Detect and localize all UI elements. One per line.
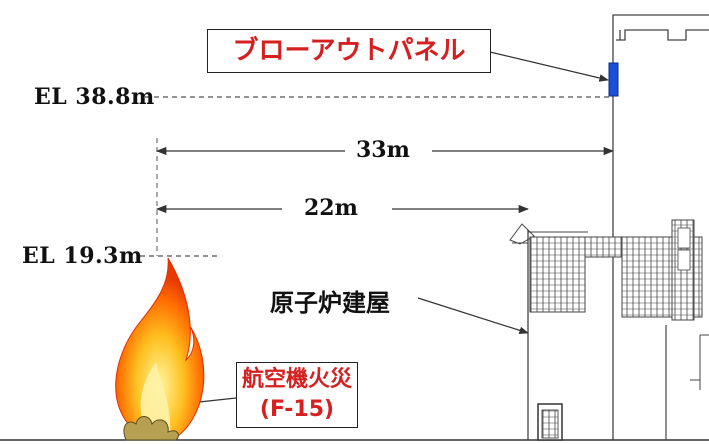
reactor-building-upper [612, 14, 709, 440]
blowout-panel-marker [608, 62, 619, 97]
el-low-label: EL 19.3m [22, 243, 143, 269]
blowout-panel-leader [489, 51, 609, 82]
flame-icon [115, 257, 205, 441]
aircraft-fire-label: 航空機火災 [241, 367, 352, 392]
el-high-label: EL 38.8m [34, 84, 155, 110]
blowout-panel-callout: ブローアウトパネル [207, 29, 491, 73]
reactor-building-leader [417, 297, 529, 335]
dim-33-label: 33m [352, 137, 414, 163]
aircraft-fire-callout: 航空機火災 (F-15) [236, 362, 358, 428]
reactor-building-lower [509, 219, 709, 441]
reactor-building-label: 原子炉建屋 [270, 288, 390, 317]
dim-22-label: 22m [300, 195, 362, 221]
blowout-panel-label: ブローアウトパネル [232, 36, 466, 66]
aircraft-fire-type: (F-15) [259, 397, 335, 422]
